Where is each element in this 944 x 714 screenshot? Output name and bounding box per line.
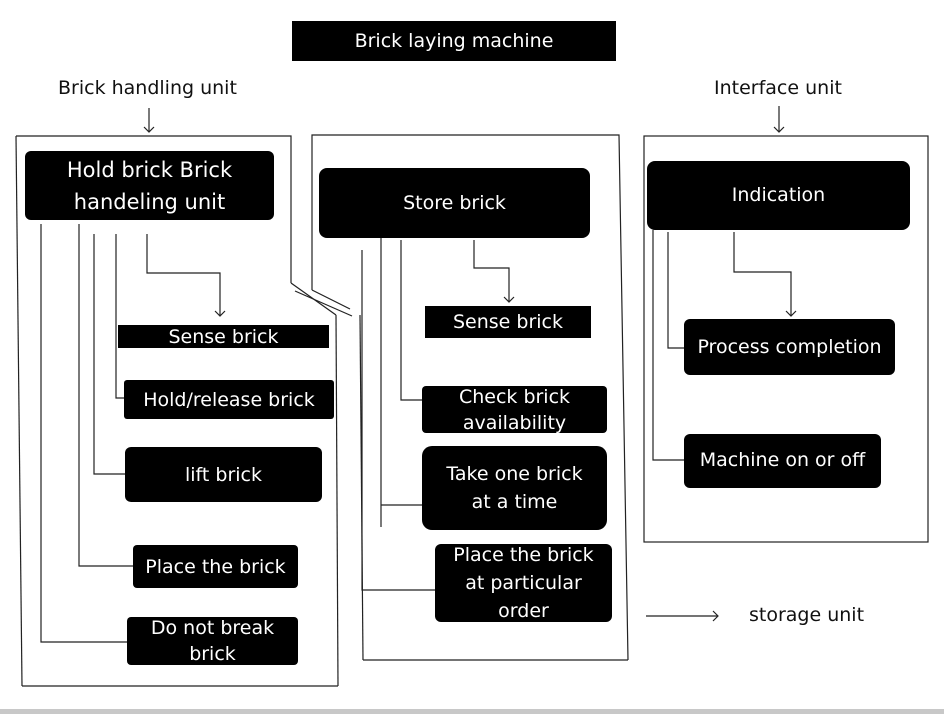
label-brick-handling-unit: Brick handling unit — [58, 77, 237, 99]
box-take-one-brick: Take one brick at a time — [422, 446, 607, 530]
bottom-divider — [0, 709, 944, 714]
box-hold-release-brick: Hold/release brick — [124, 380, 334, 419]
box-handling-sense-brick: Sense brick — [118, 325, 329, 348]
box-do-not-break-brick: Do not break brick — [127, 617, 298, 665]
label-storage-unit: storage unit — [749, 604, 865, 626]
box-machine-on-off: Machine on or off — [684, 434, 881, 488]
box-storage-sense-brick: Sense brick — [425, 306, 591, 338]
box-place-brick-particular-order: Place the brick at particular order — [435, 544, 612, 622]
diagram-title: Brick laying machine — [292, 21, 616, 61]
frame-storage-unit — [311, 134, 629, 661]
box-lift-brick: lift brick — [125, 447, 322, 502]
label-interface-unit: Interface unit — [714, 77, 842, 99]
box-check-brick-availability: Check brick availability — [422, 386, 607, 434]
box-hold-brick-handling-unit: Hold brick Brick handeling unit — [25, 151, 274, 220]
frame-handling-unit — [16, 135, 292, 283]
box-store-brick: Store brick — [319, 168, 590, 238]
box-indication: Indication — [647, 161, 910, 230]
box-place-the-brick: Place the brick — [133, 545, 298, 588]
box-process-completion: Process completion — [684, 319, 895, 375]
frame-interface-unit — [643, 135, 929, 543]
